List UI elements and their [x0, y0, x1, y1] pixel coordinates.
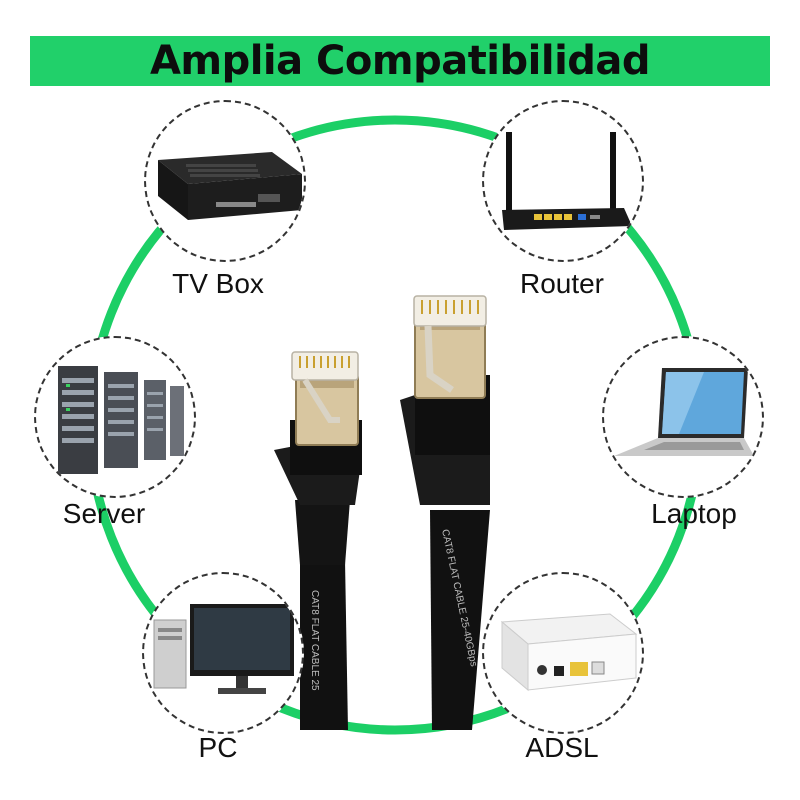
pc-label: PC	[198, 732, 238, 763]
server-rack-icon	[58, 366, 184, 474]
pc-device	[142, 572, 304, 734]
page-title: Amplia Compatibilidad	[149, 38, 651, 84]
laptop-device	[602, 336, 764, 498]
router-device	[482, 100, 644, 262]
adsl-modem-icon	[500, 613, 638, 692]
cable-print-left: CAT8 FLAT CABLE 25	[309, 590, 320, 691]
server-label: Server	[62, 498, 146, 529]
tv-box-icon	[158, 152, 302, 220]
router-label: Router	[519, 268, 605, 299]
server-device	[34, 336, 196, 498]
adsl-device	[482, 572, 644, 734]
title-banner: Amplia Compatibilidad	[30, 36, 770, 86]
laptop-icon	[614, 368, 754, 456]
desktop-pc-icon	[153, 604, 294, 694]
laptop-label: Laptop	[651, 498, 737, 529]
adsl-label: ADSL	[525, 732, 599, 763]
tv-box-device	[144, 100, 306, 262]
router-icon	[502, 132, 632, 230]
tv-box-label: TV Box	[172, 268, 264, 299]
